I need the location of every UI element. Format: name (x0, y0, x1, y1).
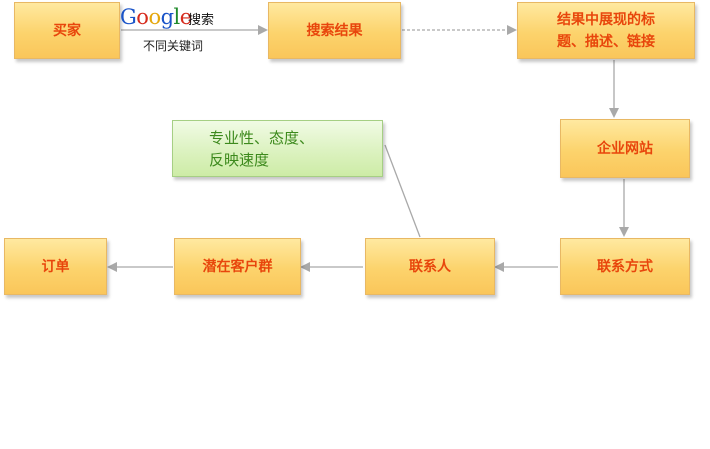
google-logo-letter: e (179, 5, 192, 29)
note-quality: 专业性、态度、 反映速度 (172, 120, 383, 177)
google-logo-letter: g (160, 5, 174, 29)
node-company-site-label: 企业网站 (597, 140, 653, 157)
node-result-info: 结果中展现的标 题、描述、链接 (517, 2, 695, 59)
keyword-label: 不同关键词 (143, 39, 204, 53)
node-buyer: 买家 (14, 2, 120, 59)
google-search-suffix: 搜索 (188, 13, 215, 28)
node-potential-customers-label: 潜在客户群 (202, 258, 273, 275)
node-contact-person: 联系人 (365, 238, 495, 295)
node-search-results-label: 搜索结果 (306, 22, 363, 39)
node-order-label: 订单 (41, 258, 70, 275)
google-logo-letter: o (136, 5, 149, 29)
node-result-info-line2: 题、描述、链接 (557, 33, 655, 50)
node-contact-method: 联系方式 (560, 238, 690, 295)
note-quality-line2: 反映速度 (209, 150, 270, 169)
node-potential-customers: 潜在客户群 (174, 238, 301, 295)
note-quality-line1: 专业性、态度、 (209, 128, 315, 147)
node-order: 订单 (4, 238, 107, 295)
node-search-results: 搜索结果 (268, 2, 401, 59)
node-result-info-text: 结果中展现的标 题、描述、链接 (557, 9, 655, 53)
node-buyer-label: 买家 (53, 22, 81, 39)
note-quality-text: 专业性、态度、 反映速度 (209, 127, 314, 171)
node-contact-method-label: 联系方式 (597, 258, 653, 275)
google-logo-letter: o (148, 5, 161, 29)
note-connector (384, 144, 421, 238)
node-contact-person-label: 联系人 (409, 258, 451, 275)
google-logo-letter: l (173, 5, 181, 29)
node-result-info-line1: 结果中展现的标 (557, 11, 655, 28)
google-logo: Google (120, 5, 192, 29)
google-logo-letter: G (120, 5, 137, 29)
node-company-site: 企业网站 (560, 119, 690, 178)
